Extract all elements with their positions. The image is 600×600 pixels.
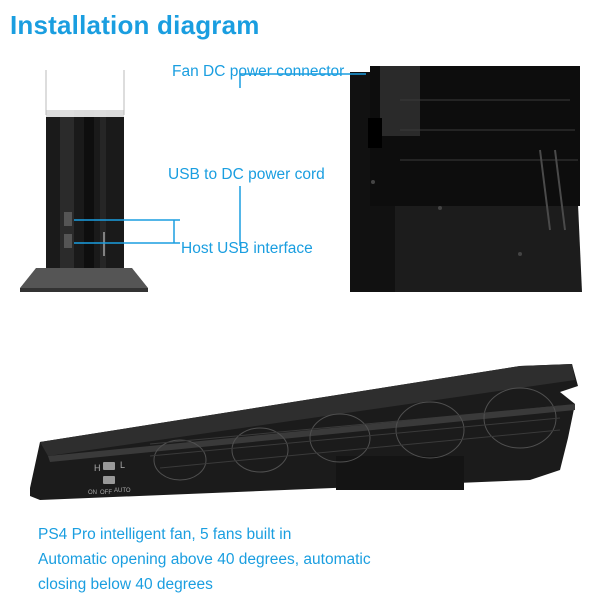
page-title: Installation diagram <box>10 10 260 40</box>
switch-label-auto: AUTO <box>114 488 131 494</box>
label-host-usb-interface: Host USB interface <box>181 240 313 257</box>
switch-label-h: H <box>94 463 101 473</box>
switch-label-l: L <box>120 460 125 470</box>
callout-lines <box>74 73 366 246</box>
caption-line-1: PS4 Pro intelligent fan, 5 fans built in <box>38 526 292 543</box>
caption-line-3: closing below 40 degrees <box>38 576 213 593</box>
switch-label-on: ON <box>88 490 97 496</box>
label-fan-dc-power-connector: Fan DC power connector <box>172 63 345 80</box>
caption-line-2: Automatic opening above 40 degrees, auto… <box>38 551 371 568</box>
label-usb-to-dc-power-cord: USB to DC power cord <box>168 166 325 183</box>
fan-unit-image: H L ON OFF AUTO <box>30 364 578 500</box>
console-closeup-image <box>350 66 582 292</box>
switch-label-off: OFF <box>100 490 112 496</box>
console-vertical-image <box>20 62 148 292</box>
